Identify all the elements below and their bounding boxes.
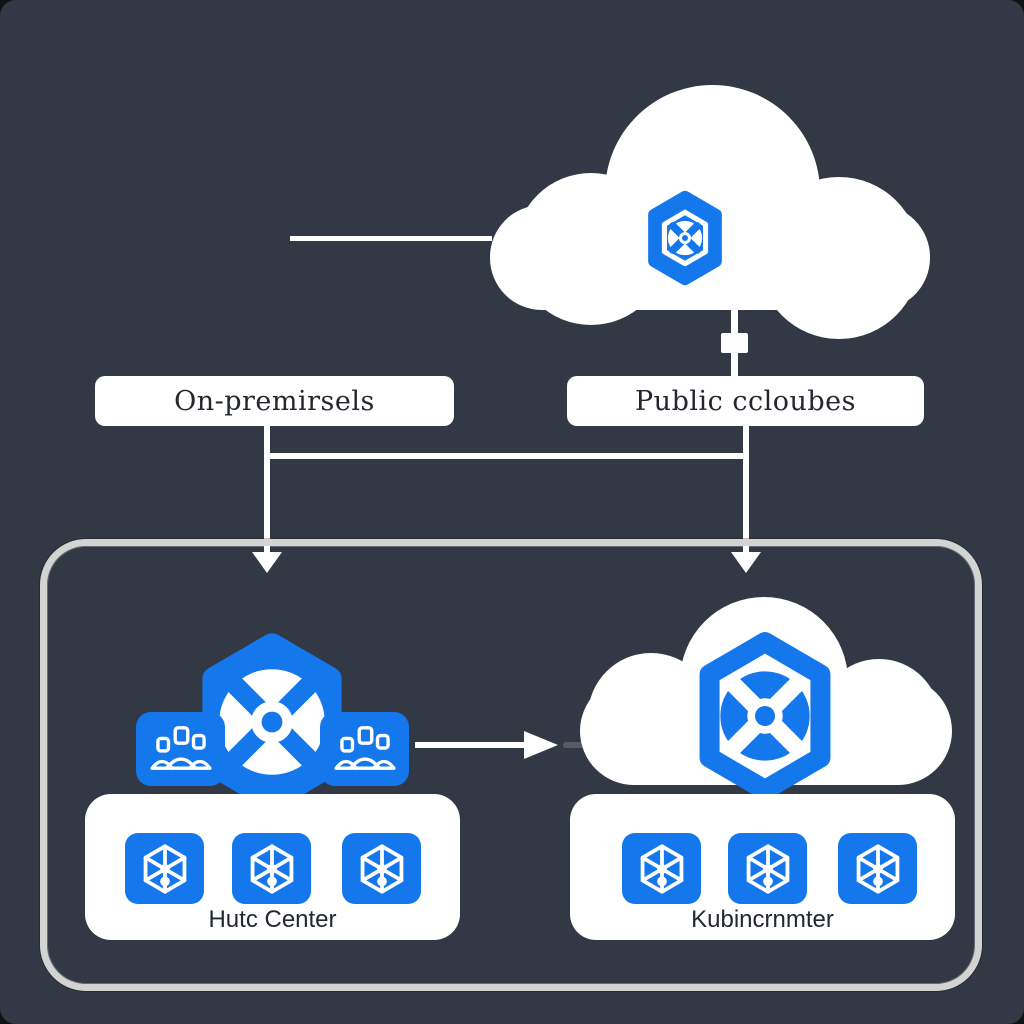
kubernetes-wheel-hexagon-outline-icon: [699, 632, 831, 800]
connector-line-horizontal: [264, 453, 749, 459]
node-wheel-icon: [360, 843, 403, 894]
connector-line-public-down: [743, 426, 749, 554]
arrow-dash-segment: [563, 742, 589, 748]
kubernetes-node: [232, 833, 311, 904]
left-cluster-box: Hutc Center: [85, 794, 460, 940]
connector-line-left-to-cloud: [290, 236, 492, 241]
kubernetes-node: [125, 833, 204, 904]
node-wheel-icon: [640, 843, 683, 894]
node-wheel-icon: [143, 843, 186, 894]
left-cluster-label: Hutc Center: [208, 906, 337, 933]
public-clouds-label: Public ccloubes: [635, 385, 856, 417]
kubernetes-hexagon-icon: [648, 190, 722, 286]
hybrid-container: [40, 539, 982, 991]
node-wheel-icon: [250, 843, 293, 894]
user-group-node: [136, 712, 225, 786]
user-group-node: [320, 712, 409, 786]
kubernetes-node: [342, 833, 421, 904]
right-cluster-label: Kubincrnmter: [691, 906, 834, 933]
user-group-icon: [149, 726, 212, 770]
kubernetes-node: [728, 833, 807, 904]
on-premises-label: On-premirsels: [174, 385, 375, 417]
arrow-line-left-to-right: [415, 742, 527, 748]
node-wheel-icon: [746, 843, 789, 894]
arrowhead-down-left-icon: [252, 552, 282, 573]
public-clouds-box: Public ccloubes: [567, 376, 924, 426]
arrowhead-right-icon: [524, 731, 558, 759]
connector-square-node: [721, 333, 748, 353]
connector-line-onprem-down: [264, 426, 270, 554]
on-premises-box: On-premirsels: [95, 376, 454, 426]
right-cluster-box: Kubincrnmter: [570, 794, 955, 940]
kubernetes-node: [838, 833, 917, 904]
kubernetes-node: [622, 833, 701, 904]
node-wheel-icon: [856, 843, 899, 894]
user-group-icon: [333, 726, 396, 770]
arrowhead-down-right-icon: [731, 552, 761, 573]
